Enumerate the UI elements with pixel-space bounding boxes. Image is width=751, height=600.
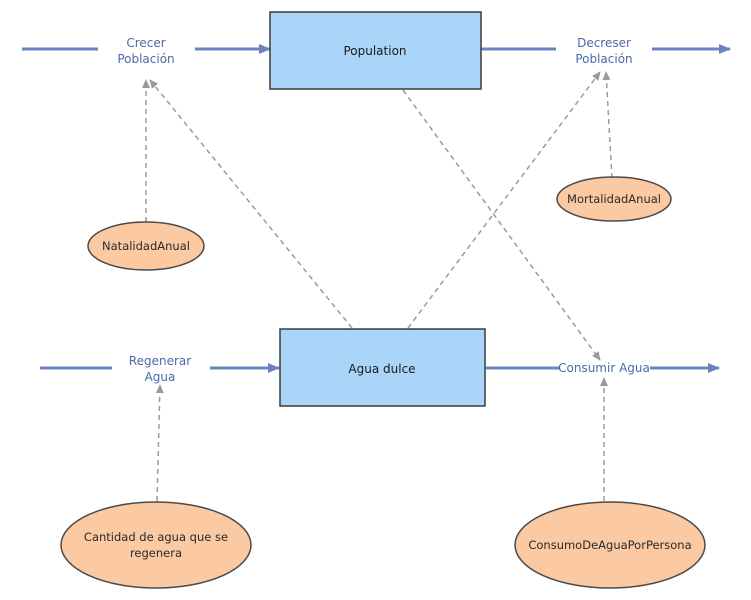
link-mortalidad-to-decrecer xyxy=(602,71,613,179)
flow-consumir-label: Consumir Agua xyxy=(558,361,650,375)
flow-regenerar-agua[interactable]: Regenerar Agua xyxy=(40,354,280,384)
flow-crecer-label-2: Población xyxy=(117,52,174,66)
flow-decrecer-label-2: Población xyxy=(575,52,632,66)
aux-cantidad-ellipse xyxy=(60,501,252,589)
link-population-to-consumir xyxy=(402,89,601,361)
flow-regenerar-label-1: Regenerar xyxy=(129,354,191,368)
stock-population-label: Population xyxy=(343,44,406,58)
aux-mortalidad-ellipse xyxy=(556,176,672,222)
stock-agua-dulce-label: Agua dulce xyxy=(348,362,415,376)
flow-consumir-agua[interactable]: Consumir Agua xyxy=(486,361,720,375)
aux-consumo-ellipse xyxy=(514,501,706,589)
aux-consumo-label: ConsumoDeAguaPorPersona xyxy=(528,538,691,552)
stock-agua-dulce-box xyxy=(279,328,486,407)
link-agua-to-crecer xyxy=(149,79,353,329)
aux-consumo-agua-persona[interactable]: ConsumoDeAguaPorPersona xyxy=(514,501,706,589)
aux-natalidad-anual[interactable]: NatalidadAnual xyxy=(87,221,205,271)
flow-decrecer-label-1: Decreser xyxy=(577,36,631,50)
stock-population-box xyxy=(269,11,482,90)
aux-mortalidad-anual[interactable]: MortalidadAnual xyxy=(556,176,672,222)
flow-crecer-label-1: Crecer xyxy=(126,36,165,50)
aux-mortalidad-label: MortalidadAnual xyxy=(567,192,661,206)
aux-cantidad-label-2: regenera xyxy=(130,546,182,560)
flow-decrecer-poblacion[interactable]: Decreser Población xyxy=(481,36,731,66)
stock-population[interactable]: Population xyxy=(269,11,482,90)
aux-natalidad-label: NatalidadAnual xyxy=(102,239,190,253)
link-cantidad-to-regenerar xyxy=(155,384,164,502)
aux-natalidad-ellipse xyxy=(87,221,205,271)
stock-agua-dulce[interactable]: Agua dulce xyxy=(279,328,486,407)
flow-crecer-poblacion[interactable]: Crecer Población xyxy=(22,36,271,66)
flow-regenerar-label-2: Agua xyxy=(145,370,176,384)
influence-links xyxy=(142,71,613,502)
aux-cantidad-label-1: Cantidad de agua que se xyxy=(84,530,228,544)
aux-cantidad-agua-regenera[interactable]: Cantidad de agua que se regenera xyxy=(60,501,252,589)
